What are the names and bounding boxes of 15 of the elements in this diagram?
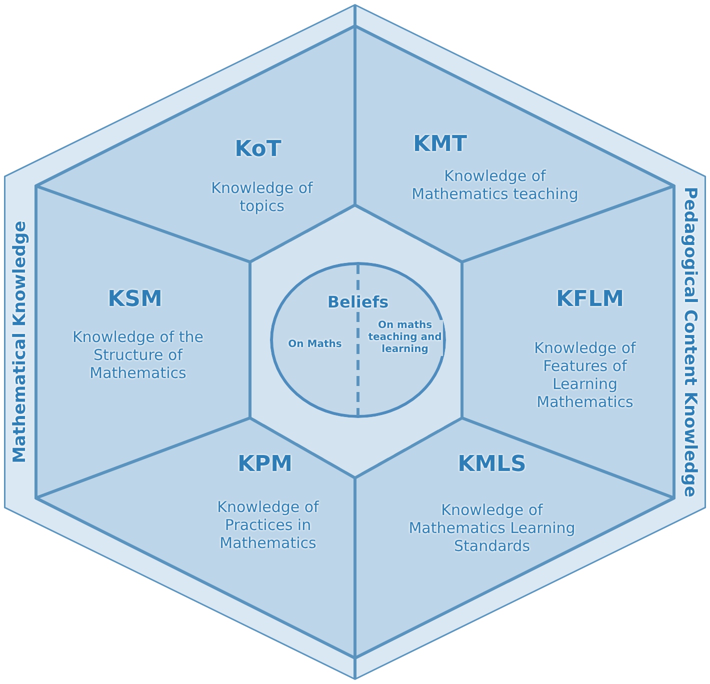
segment-description: Knowledge of Mathematics teaching bbox=[410, 167, 580, 203]
segment-title: KFLM bbox=[555, 286, 625, 314]
segment-title: KSM bbox=[106, 286, 164, 314]
segment-description: Knowledge of Features of Learning Mathematics bbox=[533, 339, 637, 411]
segment-title: KMT bbox=[412, 132, 468, 158]
segment-description: Knowledge of the Structure of Mathematics bbox=[71, 328, 205, 382]
segment-title: KoT bbox=[234, 136, 282, 164]
segment-description: Knowledge of topics bbox=[210, 179, 314, 215]
band-label: Mathematical Knowledge bbox=[10, 220, 30, 464]
segment-title: KPM bbox=[236, 452, 294, 478]
segment-description: Knowledge of Practices in Mathematics bbox=[216, 498, 320, 552]
band-label: Pedagogical Content Knowledge bbox=[680, 186, 700, 498]
segment-description: Knowledge of Mathematics Learning Standards bbox=[408, 501, 576, 555]
segment-title: KMLS bbox=[456, 452, 528, 478]
belief-label: On maths teaching and learning bbox=[367, 320, 443, 356]
